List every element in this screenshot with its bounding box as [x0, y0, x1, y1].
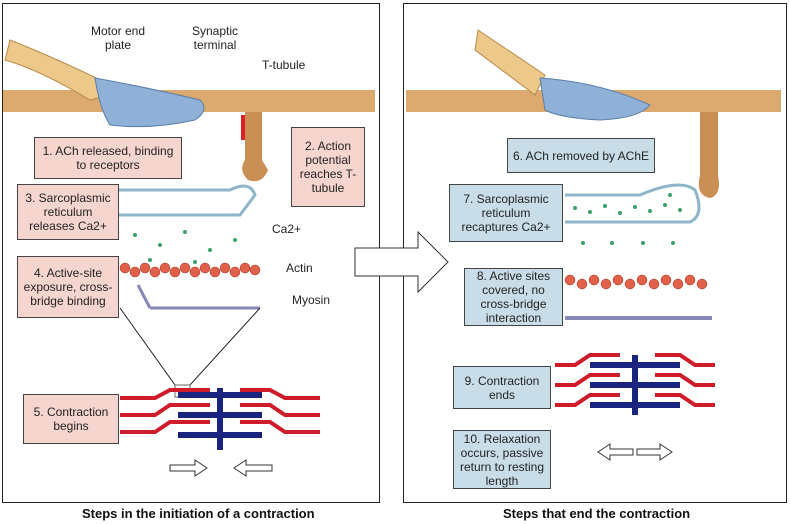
label-actin: Actin [286, 261, 313, 275]
transition-arrow [354, 230, 449, 294]
t-tubule-left [242, 112, 268, 182]
left-caption: Steps in the initiation of a contraction [82, 506, 315, 521]
label-myosin: Myosin [292, 293, 331, 307]
sarcomere-right [555, 353, 715, 415]
calcium-ions-right [573, 193, 682, 245]
synaptic-terminal-left [94, 77, 205, 128]
step-4: 4. Active-site exposure, cross-bridge bi… [17, 256, 119, 318]
axon-right [474, 29, 546, 96]
step-3: 3. Sarcoplasmic reticulum releases Ca2+ [17, 184, 119, 240]
step-10: 10. Relaxation occurs, passive return to… [453, 430, 551, 489]
label-calcium: Ca2+ [272, 222, 302, 236]
arrows-right [597, 443, 673, 461]
sarcoplasmic-reticulum-left [118, 184, 257, 217]
step-8: 8. Active sites covered, no cross-bridge… [464, 268, 563, 326]
label-t-tubule: T-tubule [262, 58, 306, 72]
step-2: 2. Action potential reaches T-tubule [291, 127, 365, 207]
label-motor-end-plate: Motor end plate [90, 24, 146, 52]
synaptic-terminal-right [539, 77, 651, 121]
arrows-left [169, 459, 273, 477]
t-tubule-right [698, 112, 719, 198]
step-6: 6. ACh removed by AChE [507, 138, 655, 173]
label-synaptic-terminal: Synaptic terminal [191, 24, 239, 52]
sarcomere-left [120, 388, 320, 450]
actin-left [119, 262, 261, 278]
step-1: 1. ACh released, binding to receptors [34, 137, 182, 179]
right-caption: Steps that end the contraction [503, 506, 691, 521]
step-9: 9. Contraction ends [453, 366, 551, 409]
step-7: 7. Sarcoplasmic reticulum recaptures Ca2… [449, 184, 563, 242]
step-5: 5. Contraction begins [23, 394, 119, 444]
actin-right [564, 274, 708, 290]
sarcoplasmic-reticulum-right [565, 183, 701, 224]
